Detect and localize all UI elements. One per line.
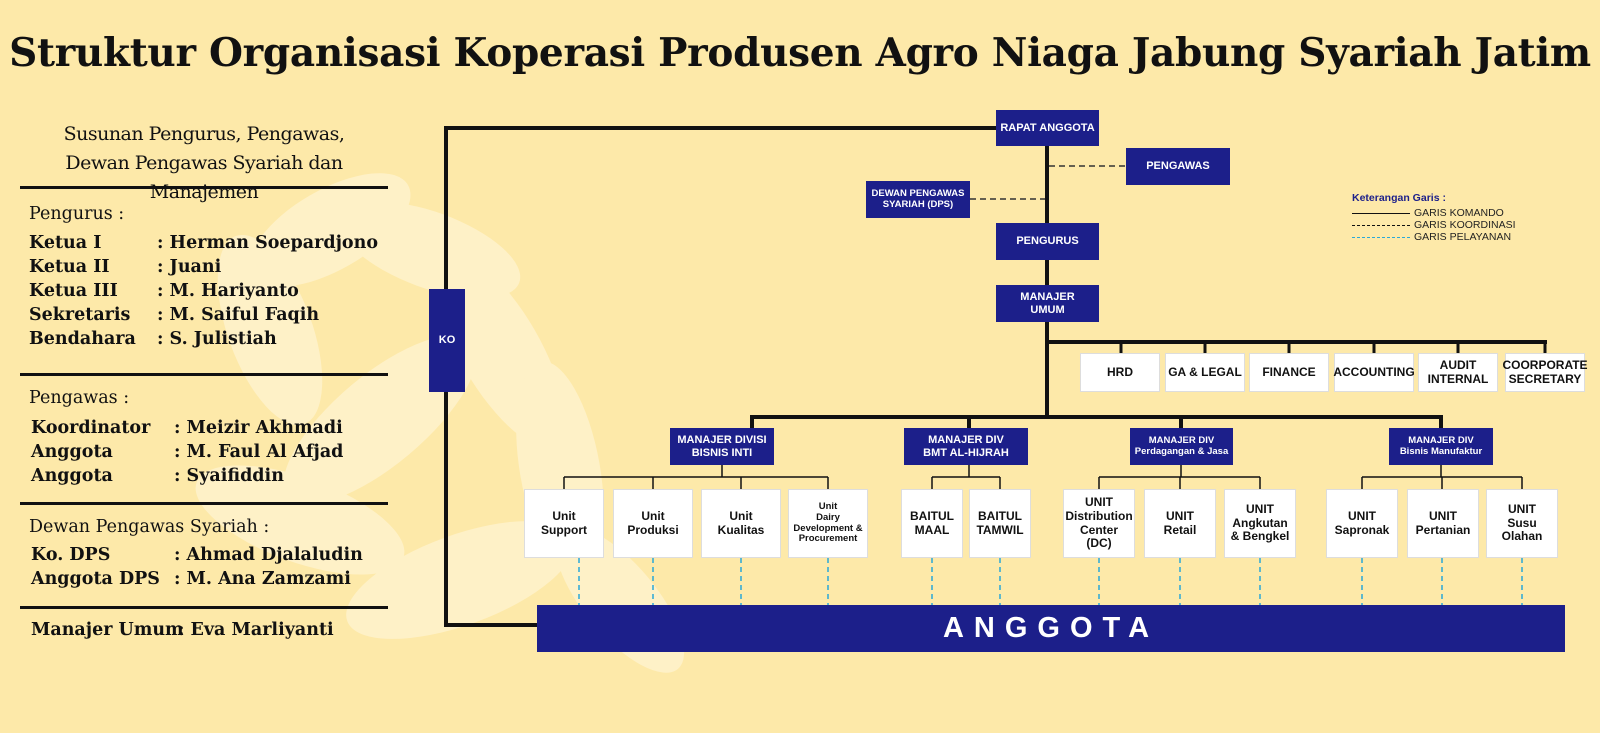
node-ko: KO: [429, 289, 465, 392]
divider: [20, 606, 388, 609]
page-title: Struktur Organisasi Koperasi Produsen Ag…: [9, 30, 1591, 76]
legend-item: GARIS KOORDINASI: [1352, 219, 1572, 231]
staff-box: GA & LEGAL: [1165, 353, 1245, 392]
node-pengurus: PENGURUS: [996, 223, 1099, 260]
line-legend: Keterangan Garis : GARIS KOMANDO GARIS K…: [1352, 192, 1572, 243]
staff-box: ACCOUNTING: [1333, 353, 1415, 392]
left-panel-heading-line1: Susunan Pengurus, Pengawas,: [63, 123, 345, 145]
node-rapat-anggota: RAPAT ANGGOTA: [996, 110, 1099, 146]
legend-item: GARIS PELAYANAN: [1352, 231, 1572, 243]
node-anggota: ANGGOTA: [537, 605, 1565, 652]
dashed-line-icon: [1352, 224, 1410, 226]
dps-label: Dewan Pengawas Syariah :: [29, 517, 270, 537]
node-pengawas: PENGAWAS: [1126, 148, 1230, 185]
pengurus-label: Pengurus :: [29, 204, 125, 224]
divider: [20, 373, 388, 376]
divider: [20, 186, 388, 189]
staff-box: FINANCE: [1249, 353, 1329, 392]
legend-item: GARIS KOMANDO: [1352, 207, 1572, 219]
blue-dashed-line-icon: [1352, 236, 1410, 238]
divider: [20, 502, 388, 505]
legend-title: Keterangan Garis :: [1352, 192, 1446, 204]
staff-box: HRD: [1080, 353, 1160, 392]
pengawas-label: Pengawas :: [29, 388, 130, 408]
solid-line-icon: [1352, 212, 1410, 214]
